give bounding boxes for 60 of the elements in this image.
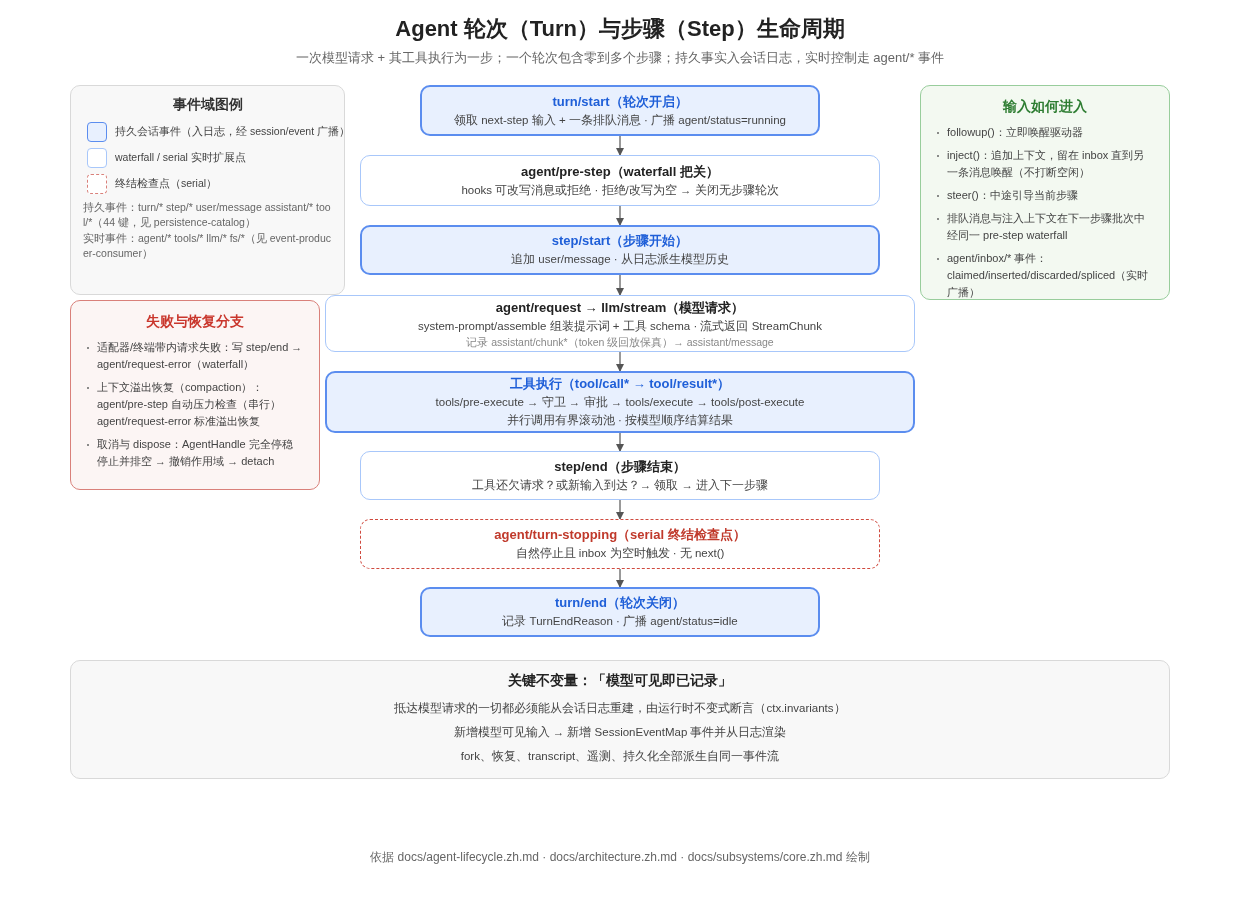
box-title: 关键不变量：「模型可见即已记录」 (508, 671, 732, 690)
bullet-item: agent/inbox/* 事件：claimed/inserted/discarded/spliced（实时广播） (937, 250, 1153, 301)
box-title: 事件域图例 (171, 96, 244, 114)
body-text: tools/pre-execute → 守卫 → 审批 → tools/execute → tools/post-execute (435, 395, 805, 410)
checkpoint-box (360, 519, 880, 569)
box-title: 输入如何进入 (1002, 98, 1088, 116)
info-panel (70, 300, 320, 490)
box-title: turn/start（轮次开启） (552, 92, 688, 111)
hook-box (325, 295, 915, 352)
arrow (616, 499, 624, 520)
box-title: agent/pre-step（waterfall 把关） (521, 162, 719, 181)
event-box (325, 371, 915, 433)
body-text: 工具还欠请求？或新输入到达？→ 领取 → 进入下一步骤 (471, 477, 769, 493)
footer-note: 依据 docs/agent-lifecycle.zh.md · docs/architecture.zh.md · docs/subsystems/core.zh.md 绘制 (369, 849, 871, 866)
body-text: system-prompt/assemble 组装提示词 + 工具 schema · 流式返回 StreamChunk (418, 318, 822, 334)
bullet-item: steer()：中途引导当前步骤 (937, 187, 1153, 204)
arrow (616, 274, 624, 296)
bullet-item: 排队消息与注入上下文在下一步骤批次中经同一 pre-step waterfall (937, 210, 1153, 244)
arrow (616, 205, 624, 226)
box-title: 失败与恢复分支 (145, 313, 245, 331)
box-title: agent/turn-stopping（serial 终结检查点） (494, 526, 746, 544)
info-panel (920, 85, 1170, 300)
body-text: 新增模型可见输入 → 新增 SessionEventMap 事件并从日志渲染 (453, 724, 787, 740)
event-box (420, 85, 820, 136)
invariant-panel (70, 660, 1170, 779)
bullet-item: 取消与 dispose：AgentHandle 完全停稳停止并排空 → 撤销作用域 → detach (87, 436, 303, 470)
hook-box (360, 451, 880, 500)
bullet-item: 适配器/终端带内请求失败：写 step/end → agent/request-error（waterfall） (87, 339, 303, 373)
body-text: 并行调用有界滚动池 · 按模型顺序结算结果 (506, 413, 734, 428)
title: Agent 轮次（Turn）与步骤（Step）生命周期 (394, 15, 846, 43)
legend-text: waterfall / serial 实时扩展点 (115, 151, 246, 165)
hook-box (360, 155, 880, 206)
note-text: 实时事件：agent/* tools/* llm/* fs/*（见 event-producer-consumer） (83, 231, 332, 261)
body-text: 记录 assistant/chunk*（token 级回放保真）→ assistant/message (466, 334, 774, 349)
subtitle: 一次模型请求 + 其工具执行为一步；一个轮次包含零到多个步骤；持久事实入会话日志，实时控制走 agent/* 事件 (294, 49, 946, 67)
bullet-item: inject()：追加上下文，留在 inbox 直到另一条消息唤醒（不打断空闲） (937, 147, 1153, 181)
arrow (616, 568, 624, 588)
body-text: 自然停止且 inbox 为空时触发 · 无 next() (515, 546, 725, 561)
box-title: step/start（步骤开始） (551, 232, 689, 250)
legend-text: 持久会话事件（入日志，经 session/event 广播） (115, 125, 351, 139)
note-text: 持久事件：turn/* step/* user/message assistant/* tool/*（44 键，见 persistence-catalog） (83, 200, 332, 230)
body-text: fork、恢复、transcript、遥测、持久化全部派生自同一事件流 (460, 748, 780, 764)
bullet-item: followup()：立即唤醒驱动器 (937, 124, 1153, 141)
arrow (616, 351, 624, 372)
arrow (616, 432, 624, 452)
body-text: 领取 next-step 输入 + 一条排队消息 · 广播 agent/status=running (454, 112, 786, 128)
body-text: hooks 可改写消息或拒绝 · 拒绝/改写为空 → 关闭无步骤轮次 (461, 182, 779, 198)
event-box (360, 225, 880, 275)
body-text: 追加 user/message · 从日志派生模型历史 (511, 252, 729, 267)
box-title: step/end（步骤结束） (554, 457, 686, 476)
bullet-item: 上下文溢出恢复（compaction）：agent/pre-step 自动压力检查（串行）agent/request-error 标准溢出恢复 (87, 379, 303, 430)
legend-panel (70, 85, 345, 295)
body-text: 抵达模型请求的一切都必须能从会话日志重建，由运行时不变式断言（ctx.invariants） (394, 700, 846, 716)
box-title: 工具执行（tool/call* → tool/result*） (509, 375, 731, 393)
box-title: agent/request → llm/stream（模型请求） (495, 298, 745, 317)
event-box (420, 587, 820, 637)
box-title: turn/end（轮次关闭） (555, 594, 685, 612)
arrow (616, 135, 624, 156)
body-text: 记录 TurnEndReason · 广播 agent/status=idle (502, 614, 738, 629)
legend-text: 终结检查点（serial） (115, 177, 218, 191)
